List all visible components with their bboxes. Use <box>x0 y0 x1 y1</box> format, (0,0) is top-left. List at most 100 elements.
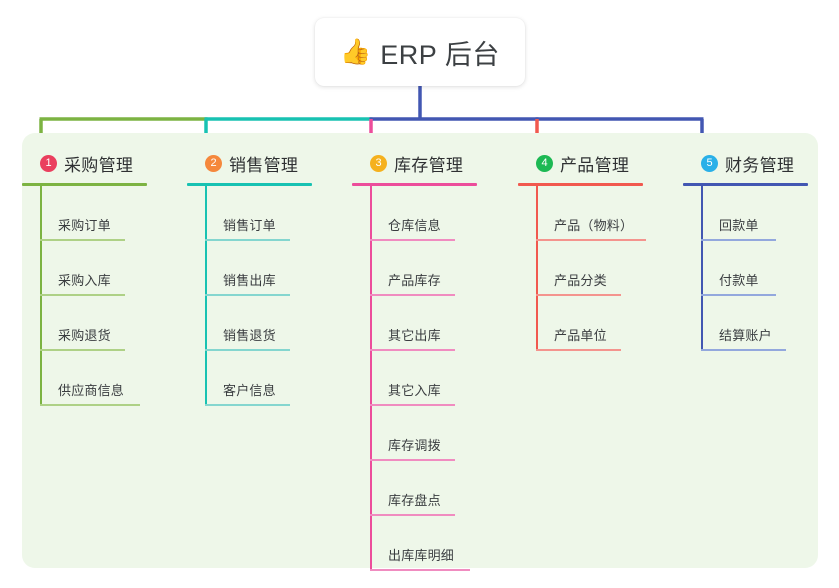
column-body-1: 采购订单采购入库采购退货供应商信息 <box>22 186 147 406</box>
column-spine-3 <box>370 186 372 571</box>
leaf-label: 库存盘点 <box>388 493 441 508</box>
column-rule-4 <box>518 183 643 186</box>
leaf-label: 仓库信息 <box>388 218 441 233</box>
leaf-rule <box>205 239 290 241</box>
column-4: 4 产品管理产品（物料） 产品分类产品单位 <box>518 148 646 351</box>
leaf-label: 其它入库 <box>388 383 441 398</box>
leaf-rule <box>536 239 646 241</box>
leaf-item[interactable]: 采购订单 <box>40 186 125 241</box>
leaf-rule <box>370 459 455 461</box>
leaf-item[interactable]: 采购入库 <box>40 241 125 296</box>
leaf-rule <box>205 294 290 296</box>
leaf-item[interactable]: 付款单 <box>701 241 776 296</box>
leaf-item[interactable]: 产品分类 <box>536 241 621 296</box>
leaf-rule <box>370 569 470 571</box>
leaf-item[interactable]: 其它出库 <box>370 296 455 351</box>
leaf-label: 采购入库 <box>58 273 111 288</box>
leaf-label: 销售出库 <box>223 273 276 288</box>
column-title-1: 采购管理 <box>64 155 134 175</box>
column-spine-4 <box>536 186 538 351</box>
leaf-item[interactable]: 库存调拨 <box>370 406 455 461</box>
leaf-label: 客户信息 <box>223 383 276 398</box>
column-3: 3 库存管理仓库信息产品库存其它出库其它入库库存调拨库存盘点出库库明细 <box>352 148 477 571</box>
column-body-4: 产品（物料） 产品分类产品单位 <box>518 186 646 351</box>
leaf-label: 产品（物料） <box>554 218 634 233</box>
leaf-rule <box>205 404 290 406</box>
root-node-title: ERP 后台 <box>380 39 500 70</box>
leaf-label: 销售退货 <box>223 328 276 343</box>
column-rule-1 <box>22 183 147 186</box>
leaf-label: 结算账户 <box>719 328 772 343</box>
leaf-item[interactable]: 产品库存 <box>370 241 455 296</box>
leaf-label: 库存调拨 <box>388 438 441 453</box>
leaf-rule <box>40 294 125 296</box>
column-1: 1 采购管理采购订单采购入库采购退货供应商信息 <box>22 148 147 406</box>
leaf-rule <box>40 239 125 241</box>
leaf-item[interactable]: 出库库明细 <box>370 516 470 571</box>
column-title-5: 财务管理 <box>725 155 795 175</box>
leaf-rule <box>701 239 776 241</box>
leaf-item[interactable]: 客户信息 <box>205 351 290 406</box>
leaf-rule <box>40 349 125 351</box>
thumbs-up-icon: 👍 <box>340 37 372 66</box>
leaf-label: 产品分类 <box>554 273 607 288</box>
leaf-rule <box>40 404 140 406</box>
leaf-item[interactable]: 供应商信息 <box>40 351 140 406</box>
column-spine-2 <box>205 186 207 406</box>
leaf-item[interactable]: 结算账户 <box>701 296 786 351</box>
leaf-rule <box>536 294 621 296</box>
leaf-item[interactable]: 产品单位 <box>536 296 621 351</box>
leaf-label: 出库库明细 <box>388 548 455 563</box>
leaf-label: 采购退货 <box>58 328 111 343</box>
leaf-item[interactable]: 采购退货 <box>40 296 125 351</box>
leaf-rule <box>370 239 455 241</box>
column-title-4: 产品管理 <box>560 155 630 175</box>
leaf-rule <box>370 514 455 516</box>
leaf-label: 其它出库 <box>388 328 441 343</box>
leaf-label: 回款单 <box>719 218 759 233</box>
column-badge-3: 3 <box>370 154 387 172</box>
column-header-5[interactable]: 5 财务管理 <box>683 148 808 178</box>
column-badge-1: 1 <box>40 154 57 172</box>
column-body-3: 仓库信息产品库存其它出库其它入库库存调拨库存盘点出库库明细 <box>352 186 477 571</box>
column-body-2: 销售订单销售出库销售退货客户信息 <box>187 186 312 406</box>
leaf-rule <box>701 294 776 296</box>
column-rule-2 <box>187 183 312 186</box>
leaf-label: 供应商信息 <box>58 383 125 398</box>
leaf-item[interactable]: 回款单 <box>701 186 776 241</box>
leaf-item[interactable]: 库存盘点 <box>370 461 455 516</box>
column-rule-3 <box>352 183 477 186</box>
leaf-item[interactable]: 其它入库 <box>370 351 455 406</box>
column-rule-5 <box>683 183 808 186</box>
column-badge-5: 5 <box>701 154 718 172</box>
leaf-label: 产品单位 <box>554 328 607 343</box>
column-header-4[interactable]: 4 产品管理 <box>518 148 643 178</box>
column-badge-4: 4 <box>536 154 553 172</box>
column-badge-2: 2 <box>205 154 222 172</box>
leaf-item[interactable]: 销售订单 <box>205 186 290 241</box>
column-header-1[interactable]: 1 采购管理 <box>22 148 147 178</box>
leaf-label: 付款单 <box>719 273 759 288</box>
leaf-rule <box>370 294 455 296</box>
leaf-rule <box>701 349 786 351</box>
leaf-label: 产品库存 <box>388 273 441 288</box>
leaf-rule <box>370 349 455 351</box>
leaf-label: 采购订单 <box>58 218 111 233</box>
leaf-item[interactable]: 销售退货 <box>205 296 290 351</box>
leaf-label: 销售订单 <box>223 218 276 233</box>
leaf-rule <box>370 404 455 406</box>
leaf-rule <box>536 349 621 351</box>
column-header-3[interactable]: 3 库存管理 <box>352 148 477 178</box>
leaf-item[interactable]: 销售出库 <box>205 241 290 296</box>
leaf-item[interactable]: 产品（物料） <box>536 186 646 241</box>
leaf-rule <box>205 349 290 351</box>
root-node-card[interactable]: 👍 ERP 后台 <box>315 18 525 86</box>
column-body-5: 回款单付款单结算账户 <box>683 186 808 351</box>
column-spine-5 <box>701 186 703 351</box>
column-spine-1 <box>40 186 42 406</box>
column-title-3: 库存管理 <box>394 155 464 175</box>
leaf-item[interactable]: 仓库信息 <box>370 186 455 241</box>
